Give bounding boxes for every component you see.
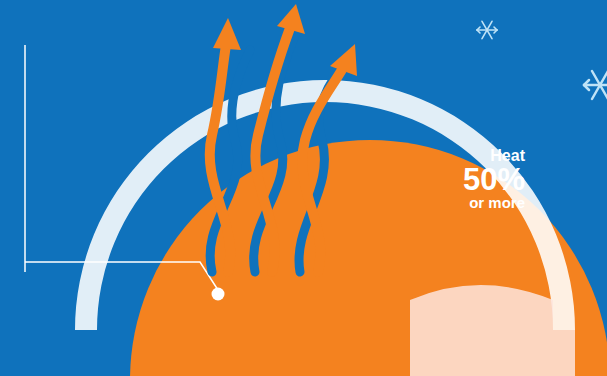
leader-line [25,45,225,301]
orange-dome [130,140,607,376]
heat-text: or more [463,195,525,210]
pale-overlay [410,285,575,376]
percentage-value: 50% [463,164,525,195]
heat-label: Heat50%or more [463,148,525,210]
snowflake [584,71,607,99]
heat-text: Heat [463,148,525,164]
heat-dome: Heat50%or more [130,140,607,376]
snowflake [477,21,497,38]
arrowheads [213,4,357,76]
heat-arrows [210,28,343,272]
